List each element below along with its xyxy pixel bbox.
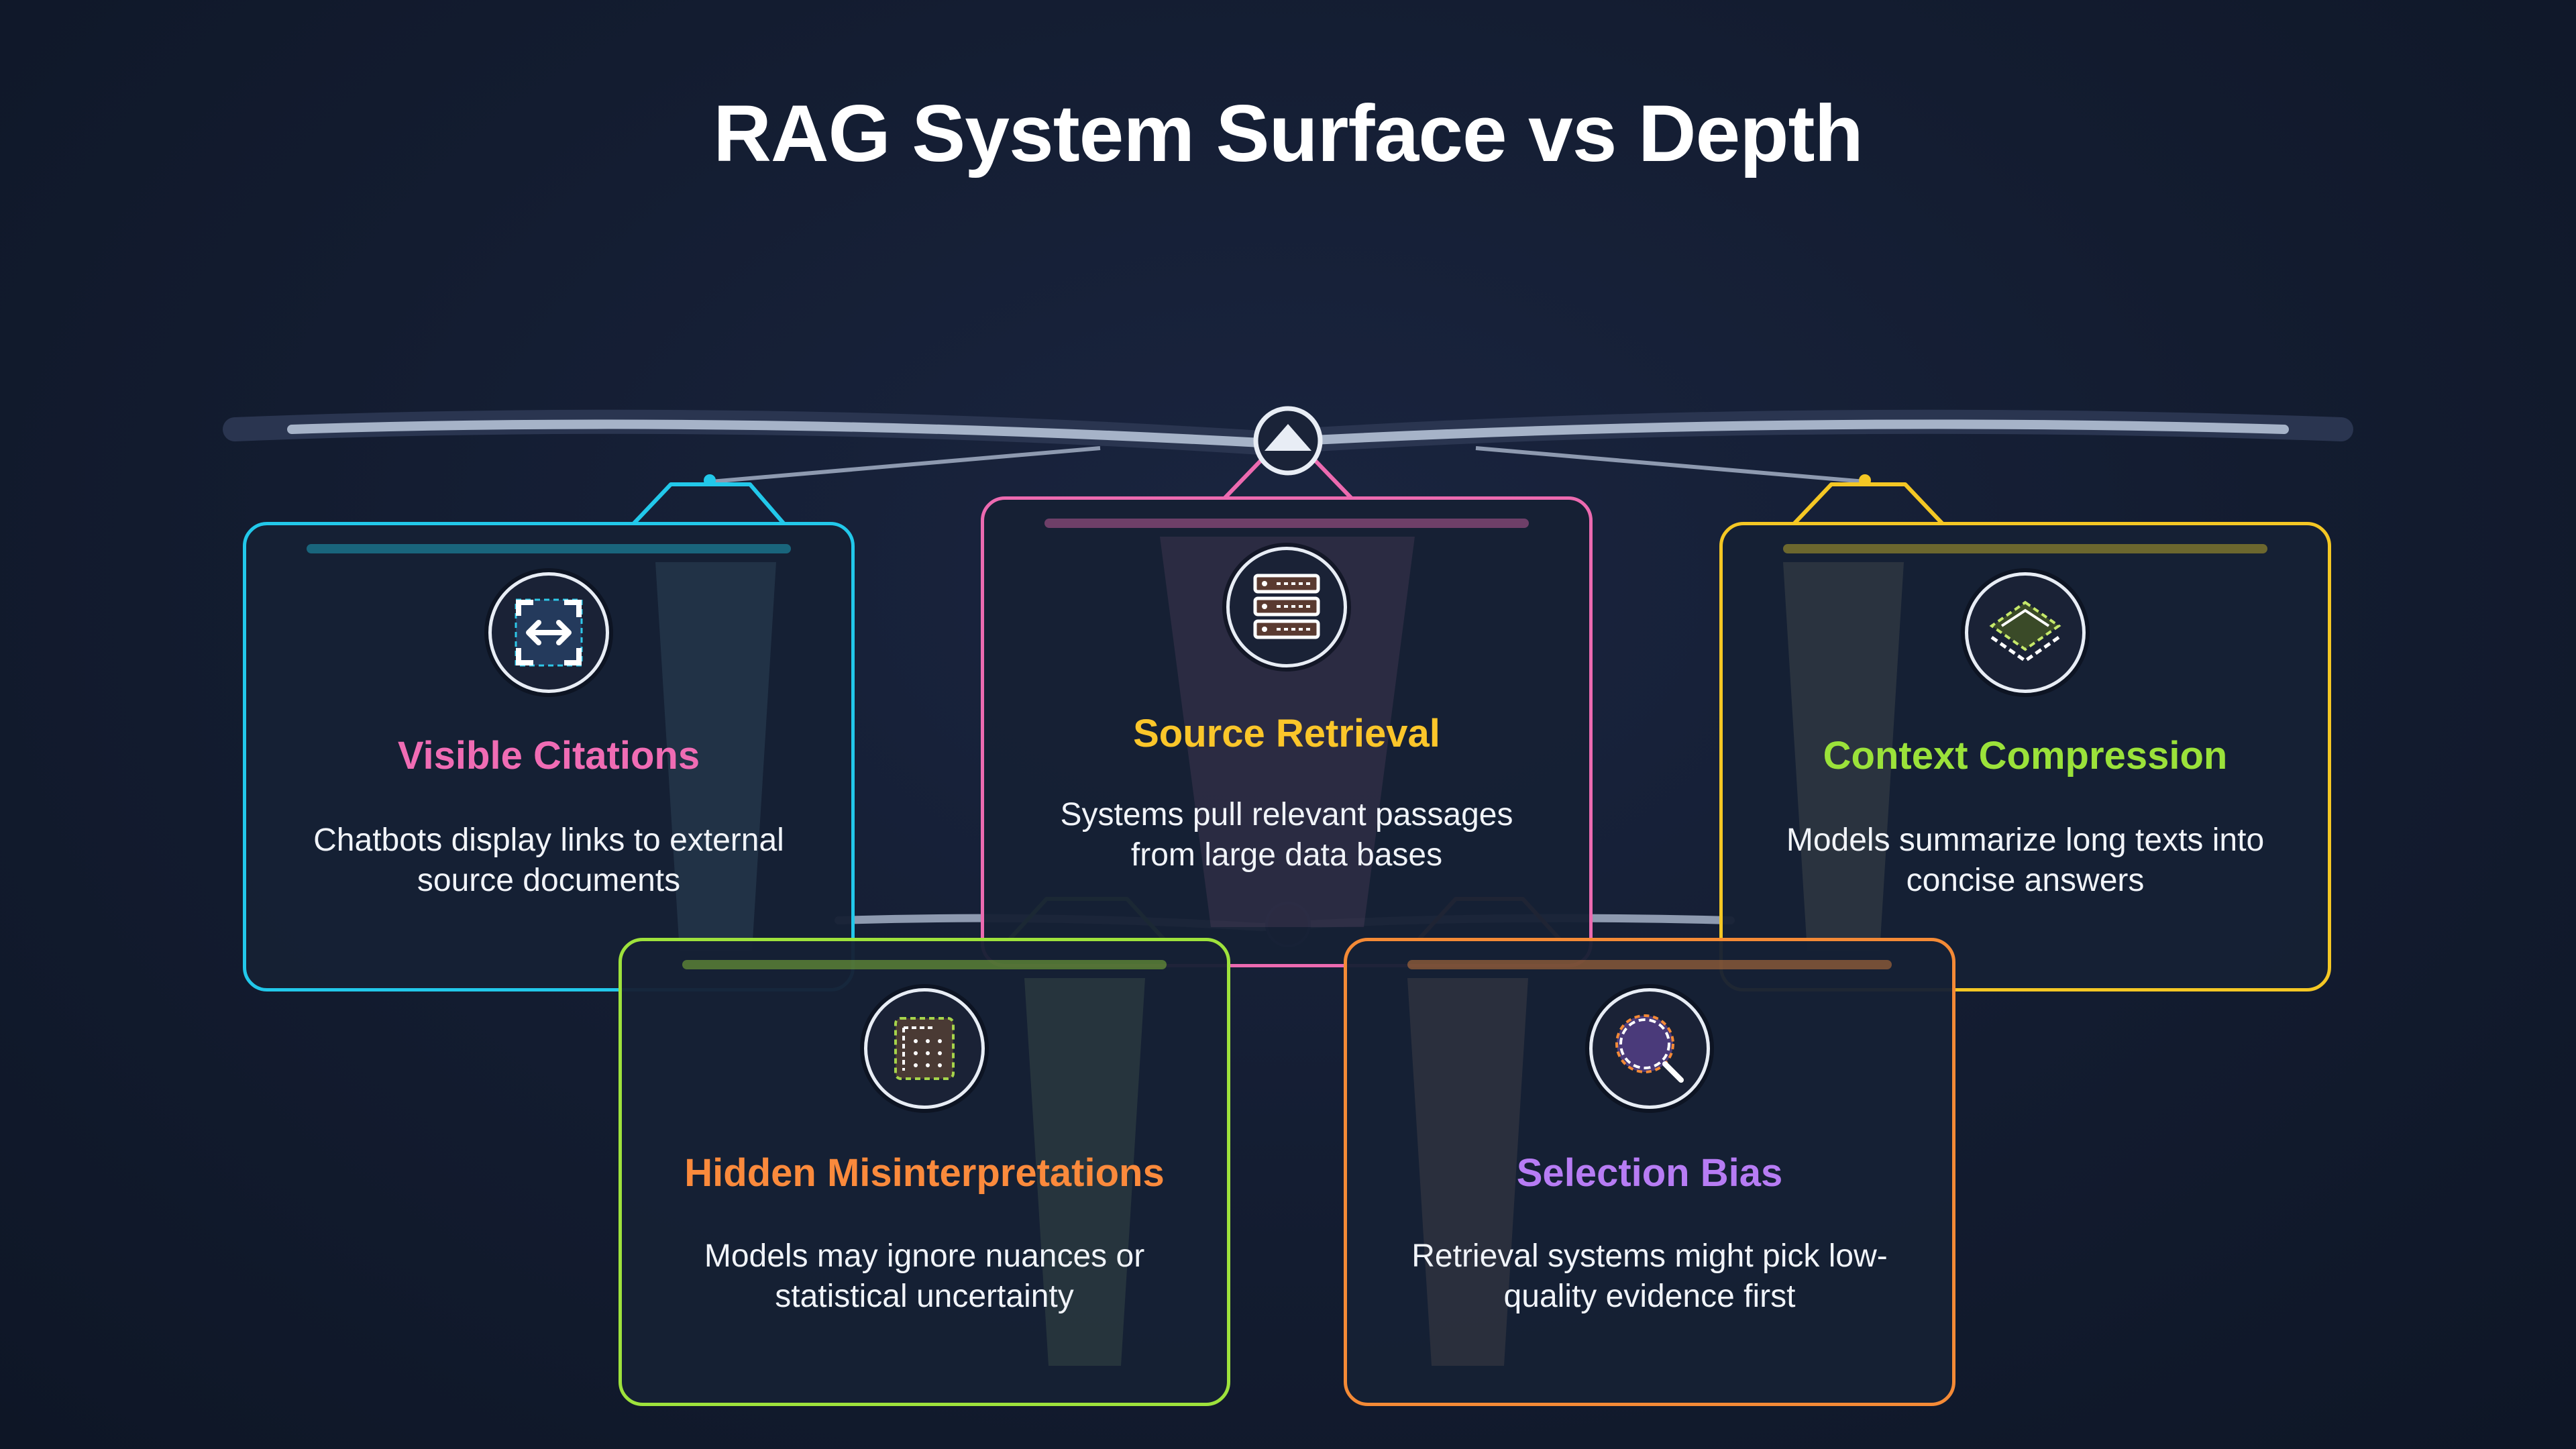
- card-description: Models summarize long texts into concise…: [1786, 822, 2265, 898]
- card-description: Chatbots display links to external sourc…: [313, 822, 784, 898]
- card-context-compression: Context Compression Models summarize lon…: [1719, 522, 2331, 991]
- card-title: Hidden Misinterpretations: [684, 1151, 1165, 1195]
- grid-document-icon: [864, 988, 985, 1109]
- card-accent-bar: [307, 544, 791, 553]
- card-hidden-misinterpretations: Hidden Misinterpretations Models may ign…: [619, 938, 1230, 1406]
- card-accent-bar: [682, 960, 1167, 969]
- card-title: Source Retrieval: [1133, 712, 1440, 755]
- card-source-retrieval: Source Retrieval Systems pull relevant p…: [981, 496, 1593, 967]
- card-selection-bias: Selection Bias Retrieval systems might p…: [1344, 938, 1955, 1406]
- server-rack-icon: [1226, 547, 1347, 667]
- card-title: Visible Citations: [397, 734, 700, 777]
- hanger-right: [1792, 482, 1944, 525]
- card-accent-bar: [1783, 544, 2267, 553]
- beam-strut-left: [710, 446, 1101, 484]
- card-light-beam: [1024, 978, 1145, 1366]
- beam-strut-right: [1475, 446, 1866, 484]
- card-title: Selection Bias: [1516, 1151, 1783, 1195]
- layers-icon: [1965, 572, 2086, 693]
- card-description: Systems pull relevant passages from larg…: [1060, 797, 1513, 873]
- card-accent-bar: [1407, 960, 1892, 969]
- card-light-beam: [1407, 978, 1528, 1366]
- card-visible-citations: Visible Citations Chatbots display links…: [243, 522, 855, 991]
- expand-arrows-icon: [488, 572, 609, 693]
- card-title: Context Compression: [1823, 734, 2228, 777]
- page-title: RAG System Surface vs Depth: [713, 89, 1864, 178]
- hanger-left: [632, 482, 786, 525]
- card-accent-bar: [1044, 519, 1529, 528]
- magnifier-icon: [1589, 988, 1710, 1109]
- card-description: Retrieval systems might pick low-quality…: [1411, 1238, 1888, 1314]
- card-description: Models may ignore nuances or statistical…: [704, 1238, 1145, 1314]
